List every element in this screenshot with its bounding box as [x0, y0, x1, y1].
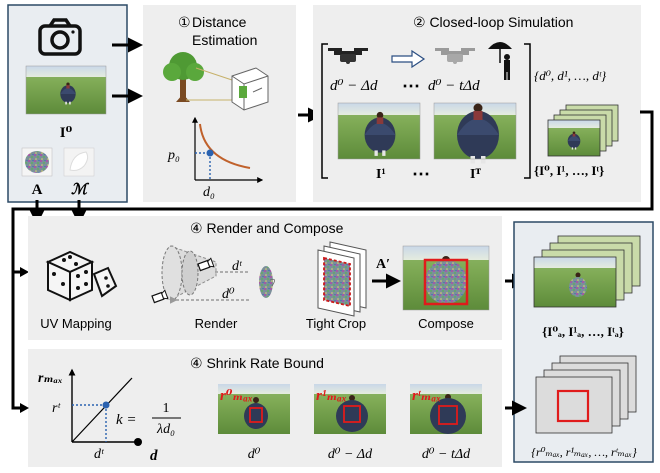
- compose-image: [402, 245, 490, 311]
- input-panel: I⁰ A ℳ: [7, 4, 128, 203]
- m-label: ℳ: [71, 182, 90, 198]
- k-denominator: λd₀: [156, 422, 175, 437]
- bound-image-3: [410, 384, 482, 434]
- panel4b-title: ④ Shrink Rate Bound: [190, 355, 324, 371]
- drone-icon: [328, 48, 368, 64]
- k-equals: k =: [116, 412, 137, 428]
- panel1-title-line2: Estimation: [192, 32, 257, 48]
- img1-label: I¹: [376, 167, 386, 182]
- cap-d0-minus-dd: d⁰ − Δd: [328, 447, 373, 462]
- set-adv-images: {I⁰ₐ, I¹ₐ, …, Iᵗₐ}: [542, 324, 624, 339]
- output-image-stack: [533, 256, 617, 308]
- shrink-rate-bound-panel: ④ Shrink Rate Bound rₘₐₓ rᵗ dᵗ d k = 1 λ…: [28, 349, 502, 467]
- a-label: A: [32, 182, 43, 198]
- rmax-axis-label: rₘₐₓ: [38, 371, 63, 386]
- rt-max-label: rᵗₘₐₓ: [412, 388, 441, 404]
- panel1-title-line1: Distance: [192, 14, 247, 30]
- aprime-label: A′: [376, 257, 390, 272]
- render-frustum-icon: [151, 245, 275, 304]
- uv-mapping-dice-icon: [45, 250, 118, 302]
- set-images: {I⁰, I¹, …, Iᵗ}: [534, 163, 604, 178]
- r1-max-label: r¹ₘₐₓ: [316, 388, 347, 404]
- dist-right: d⁰ − tΔd: [428, 78, 480, 94]
- drone-icon-far: [435, 48, 475, 64]
- bound-frame-stack: [535, 376, 613, 434]
- set-distances: {d⁰, d¹, …, dᵗ}: [534, 68, 607, 83]
- imgT-label: Iᵀ: [470, 167, 481, 182]
- cap-d0: d⁰: [248, 447, 261, 462]
- simulated-image-i1: [337, 102, 421, 160]
- render-compose-panel: ④ Render and Compose UV Mapping: [28, 216, 502, 340]
- k-numerator: 1: [163, 401, 170, 416]
- distance-plot: p₀ d₀: [167, 116, 264, 200]
- uv-mapping-label: UV Mapping: [40, 316, 112, 331]
- render-label: Render: [195, 316, 238, 331]
- panel1-title-num: ①: [178, 14, 191, 30]
- rt-label: rᵗ: [52, 401, 61, 416]
- tight-crop-label: Tight Crop: [306, 316, 366, 331]
- i0-label: I⁰: [60, 125, 73, 141]
- camera-frustum-icon: [231, 67, 269, 111]
- connector-to-shrink: [11, 272, 22, 410]
- bound-image-2: [314, 384, 386, 434]
- render-dt: dᵗ: [232, 259, 243, 274]
- render-d0: d⁰: [222, 287, 235, 302]
- adversarial-texture-a: [21, 147, 53, 177]
- approach-arrow: [391, 49, 426, 69]
- d0-label: d₀: [203, 185, 215, 200]
- d-axis-label: d: [150, 448, 158, 464]
- panel4a-title: ④ Render and Compose: [190, 220, 344, 236]
- compose-label: Compose: [418, 316, 474, 331]
- distance-estimation-panel: ① Distance Estimation p₀: [143, 5, 296, 202]
- output-panel: {I⁰ₐ, I¹ₐ, …, Iᵗₐ}: [513, 221, 654, 463]
- img-dots: ⋯: [412, 164, 430, 184]
- person-umbrella-icon: [488, 42, 512, 80]
- r0-max-label: r⁰ₘₐₓ: [220, 388, 253, 404]
- panel2-title: ② Closed-loop Simulation: [413, 14, 573, 30]
- input-image-i0: [25, 65, 107, 115]
- stacked-image-frames: [547, 104, 619, 157]
- cap-d0-minus-tdd: d⁰ − tΔd: [422, 447, 471, 462]
- mask-m: [63, 147, 95, 177]
- closed-loop-simulation-panel: ② Closed-loop Simulation: [313, 5, 641, 202]
- dt-axis-label: dᵗ: [94, 447, 105, 462]
- camera-icon: [38, 18, 82, 56]
- bound-image-1: [218, 384, 290, 434]
- tight-crop-stack: [317, 241, 367, 317]
- simulated-image-it: [433, 102, 517, 164]
- set-rmax: {r⁰ₘₐₓ, r¹ₘₐₓ, …, rᵗₘₐₓ}: [531, 445, 637, 459]
- p0-label: p₀: [167, 148, 180, 163]
- dist-left: d⁰ − Δd: [330, 78, 378, 94]
- dist-dots: ⋯: [402, 76, 420, 96]
